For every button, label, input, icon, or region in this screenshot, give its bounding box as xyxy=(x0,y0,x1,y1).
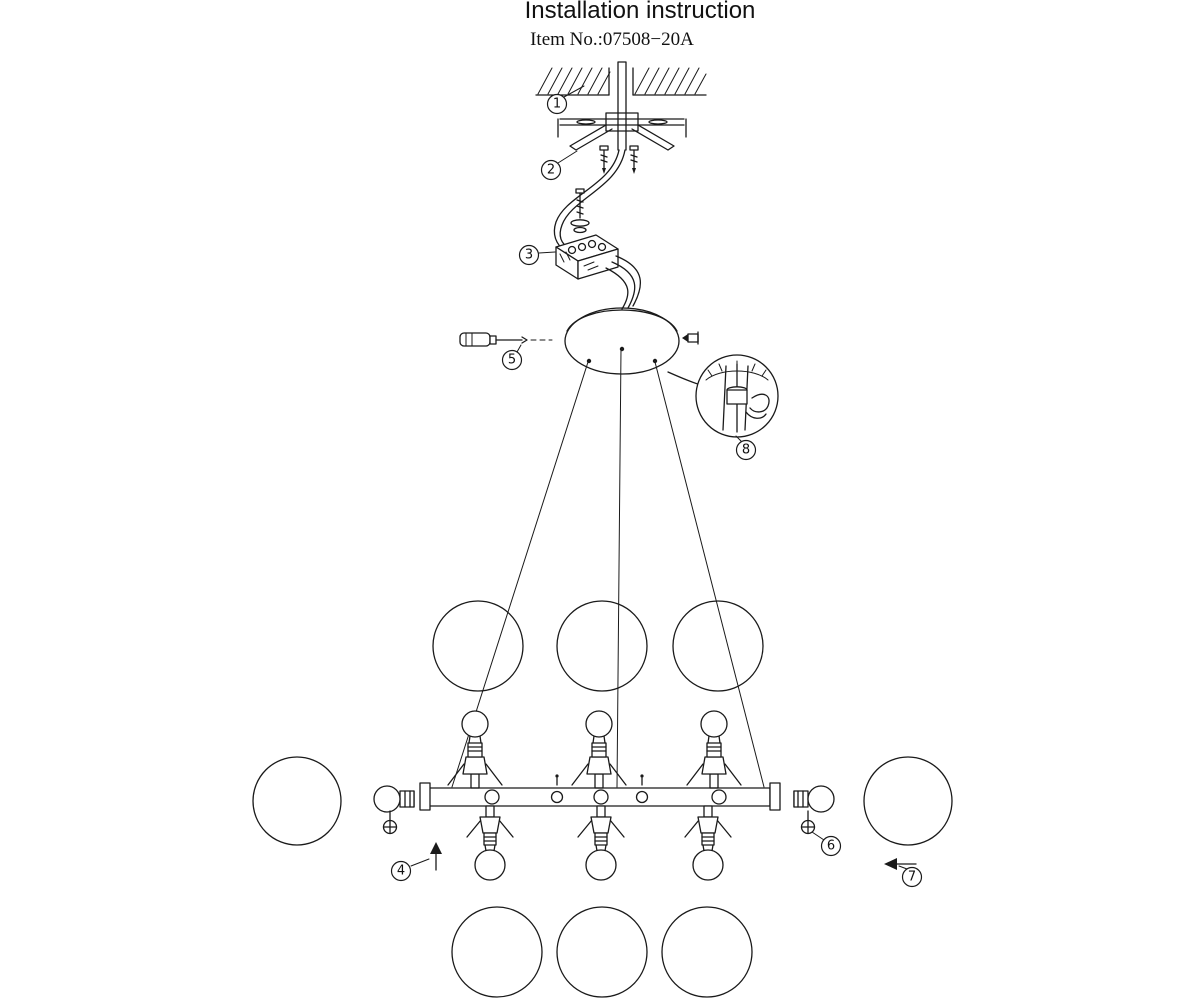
screw-symbol-left xyxy=(382,810,398,835)
callout-7-number: 7 xyxy=(908,870,916,885)
connector-wires xyxy=(605,255,641,310)
bulb-downward xyxy=(684,805,732,881)
stud-washer-nut xyxy=(570,188,590,234)
callout-3-number: 3 xyxy=(525,248,533,263)
globes-bottom-row xyxy=(451,906,753,998)
callout-2-number: 2 xyxy=(547,163,555,178)
callout-4: 4 xyxy=(390,858,430,882)
bulb-upward xyxy=(686,710,742,789)
callout-6-number: 6 xyxy=(827,839,835,854)
insert-direction-arrow-up xyxy=(430,842,442,871)
glass-globe xyxy=(556,906,648,998)
glass-globe xyxy=(661,906,753,998)
callout-2: 2 xyxy=(540,150,578,181)
glass-globe xyxy=(556,600,648,692)
bulb-side-right xyxy=(793,785,835,813)
canopy xyxy=(564,307,680,375)
glass-globe xyxy=(672,600,764,692)
callout-7: 7 xyxy=(898,865,923,888)
glass-globe-left-outer xyxy=(252,756,342,846)
callout-5: 5 xyxy=(501,344,523,371)
page-title: Installation instruction xyxy=(525,0,756,24)
callout-8: 8 xyxy=(735,435,757,461)
glass-globe xyxy=(451,906,543,998)
bracket-screws xyxy=(599,145,639,174)
power-cable xyxy=(553,149,626,253)
glass-globe-right-outer xyxy=(863,756,953,846)
screw-symbol-right xyxy=(800,810,816,835)
callout-5-number: 5 xyxy=(508,353,516,368)
bulb-downward xyxy=(577,805,625,881)
mounting-bracket xyxy=(557,112,687,151)
terminal-block xyxy=(555,234,619,280)
ceiling xyxy=(535,67,707,96)
callout-8-number: 8 xyxy=(742,443,750,458)
hanging-pipe xyxy=(617,61,627,151)
bulb-upward xyxy=(447,710,503,789)
callout-1: 1 xyxy=(546,85,585,115)
glass-globe xyxy=(432,600,524,692)
item-number: Item No.:07508−20A xyxy=(530,29,694,50)
wire-lock-detail-bubble xyxy=(667,354,779,438)
callout-6: 6 xyxy=(811,831,842,857)
callout-1-number: 1 xyxy=(553,97,561,112)
bulb-side-left xyxy=(373,785,415,813)
bulb-downward xyxy=(466,805,514,881)
canopy-screw-right xyxy=(682,331,699,345)
screwdriver-icon xyxy=(459,332,553,347)
callout-3: 3 xyxy=(518,244,556,266)
callout-4-number: 4 xyxy=(397,864,405,879)
globes-middle-row xyxy=(432,600,764,692)
insert-direction-arrow-left xyxy=(884,858,917,870)
